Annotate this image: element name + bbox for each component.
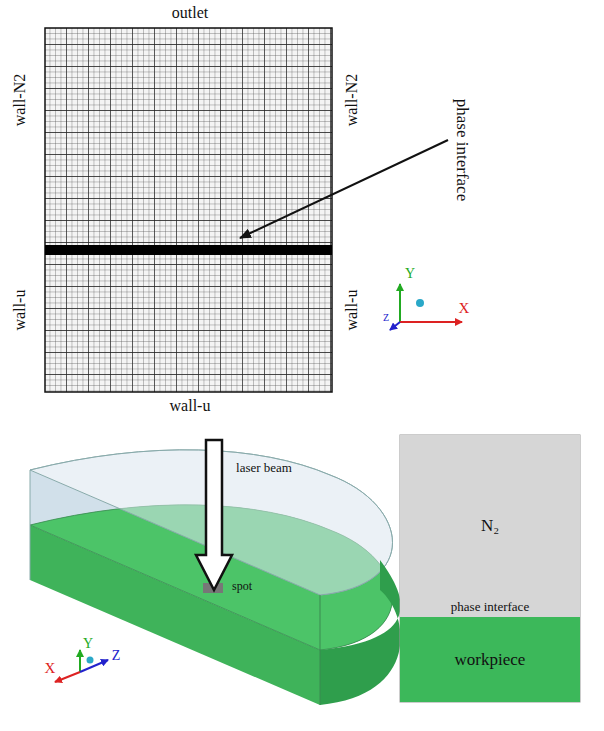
axis-label: X	[459, 301, 470, 316]
part-label: laser beam	[236, 461, 292, 474]
boundary-label: wall-N2	[344, 74, 360, 126]
region-label: workpiece	[455, 650, 526, 670]
boundary-label: wall-u	[12, 290, 28, 331]
axis-label: Z	[383, 313, 389, 323]
interface-label: phase interface	[451, 600, 529, 613]
axis-label: Y	[405, 267, 415, 281]
boundary-label: wall-u	[170, 398, 211, 414]
region-box: workpiece	[400, 617, 580, 702]
region-label: N₂	[481, 516, 499, 536]
boundary-label: outlet	[172, 5, 208, 21]
axis-label: Y	[83, 637, 93, 651]
boundary-label: wall-N2	[12, 74, 28, 126]
axis-label: X	[45, 661, 56, 676]
boundary-label: wall-u	[344, 290, 360, 331]
part-label: spot	[232, 580, 252, 592]
region-box: N₂	[400, 435, 580, 617]
axis-label: Z	[112, 649, 121, 663]
callout-label: phase interface	[454, 99, 471, 201]
